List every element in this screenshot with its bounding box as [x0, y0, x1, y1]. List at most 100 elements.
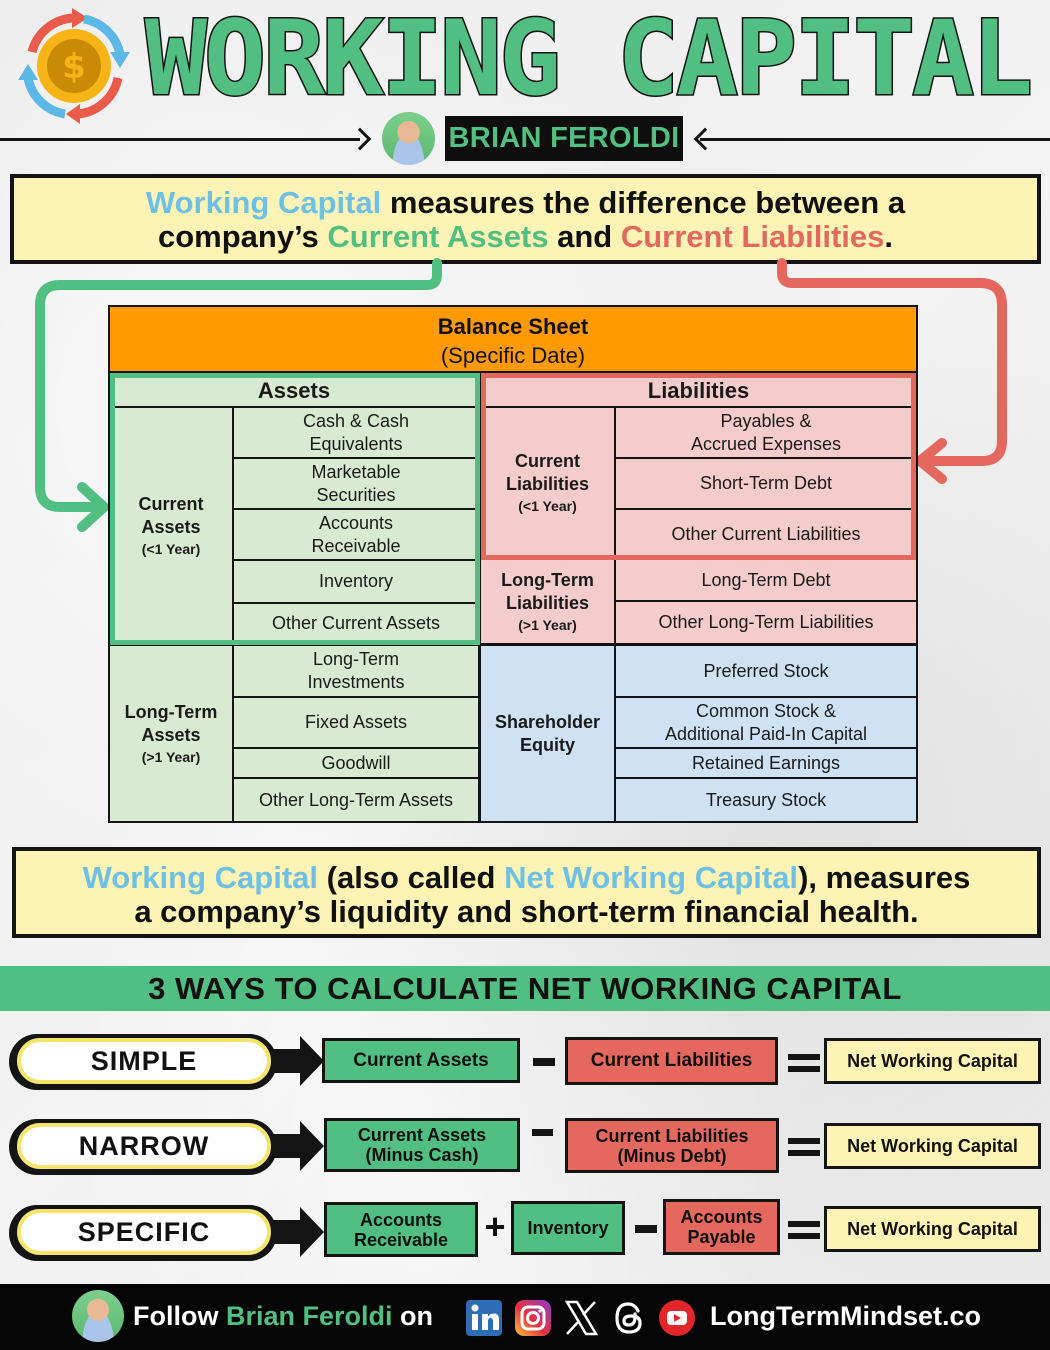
asset-item: Cash & Cash Equivalents — [234, 408, 478, 457]
label-line: Liabilities — [505, 592, 590, 613]
long-term-assets-label: Long-Term Assets (>1 Year) — [110, 646, 232, 821]
red-connector-arrow-icon — [777, 258, 1007, 484]
asset-item: Marketable Securities — [234, 459, 478, 508]
minus-icon — [532, 1129, 553, 1136]
definition-text: . — [884, 219, 894, 254]
period-label: (<1 Year) — [141, 540, 201, 557]
label-line: Liabilities — [505, 474, 590, 494]
period-label: (>1 Year) — [518, 616, 577, 633]
arrow-left-icon — [693, 127, 717, 151]
formula-term-inventory: Inventory — [511, 1201, 625, 1255]
shareholder-equity-label: Shareholder Equity — [481, 646, 614, 821]
formula-term-current-assets: Current Assets — [322, 1038, 520, 1083]
equity-item: Retained Earnings — [616, 749, 916, 777]
asset-item: Other Long-Term Assets — [234, 779, 478, 821]
footer-avatar — [72, 1290, 124, 1342]
liability-item: Payables & Accrued Expenses — [616, 408, 916, 457]
arrow-right-icon — [272, 1121, 324, 1171]
label-line: Assets — [141, 724, 201, 745]
label-line: Long-Term — [124, 701, 218, 722]
formula-result: Net Working Capital — [824, 1206, 1041, 1252]
asset-item: Inventory — [234, 561, 478, 602]
summary-text: a company’s liquidity and short-term fin… — [134, 894, 919, 929]
equals-icon-top — [788, 1138, 820, 1144]
summary-text: (also called — [318, 860, 505, 895]
asset-item: Other Current Assets — [234, 604, 478, 643]
label-line: Equity — [519, 734, 575, 755]
author-name: BRIAN FEROLDI — [445, 116, 683, 161]
equals-icon-bottom — [788, 1233, 820, 1239]
term-working-capital: Working Capital — [145, 185, 382, 220]
label-line: Assets — [141, 516, 201, 537]
page-title: WORKING CAPITAL — [144, 0, 1035, 119]
period-label: (>1 Year) — [141, 748, 201, 765]
minus-icon — [635, 1225, 657, 1233]
equals-icon-top — [788, 1054, 820, 1060]
liability-item: Short-Term Debt — [616, 459, 916, 508]
formula-result: Net Working Capital — [824, 1038, 1041, 1084]
definition-text: company’s — [157, 219, 328, 254]
long-term-liabilities-label: Long-Term Liabilities (>1 Year) — [481, 560, 614, 643]
threads-icon[interactable] — [609, 1298, 649, 1338]
plus-icon: + — [484, 1206, 506, 1247]
current-assets-label: Current Assets (<1 Year) — [110, 408, 232, 643]
formula-term-current-liabilities-minus-debt: Current Liabilities (Minus Debt) — [565, 1118, 779, 1173]
arrow-right-icon — [272, 1207, 324, 1257]
liabilities-header: Liabilities — [481, 375, 916, 406]
summary-text: ), measures — [798, 860, 971, 895]
label-line: Long-Term — [501, 569, 594, 590]
follow-name[interactable]: Brian Feroldi — [225, 1301, 393, 1331]
balance-sheet-header: Balance Sheet (Specific Date) — [110, 307, 916, 373]
summary-box: Working Capital (also called Net Working… — [12, 847, 1041, 938]
formula-term-current-assets-minus-cash: Current Assets (Minus Cash) — [324, 1118, 520, 1172]
balance-sheet-title: Balance Sheet — [437, 314, 589, 339]
website-link[interactable]: LongTermMindset.co — [710, 1301, 982, 1331]
follow-on: on — [392, 1301, 434, 1331]
liability-item: Other Current Liabilities — [616, 510, 916, 558]
assets-header: Assets — [110, 375, 478, 406]
minus-icon — [533, 1058, 555, 1066]
definition-text: and — [548, 219, 621, 254]
current-liabilities-label: Current Liabilities (<1 Year) — [481, 408, 614, 558]
linkedin-icon[interactable] — [464, 1298, 504, 1338]
liability-item: Long-Term Debt — [616, 560, 916, 600]
asset-item: Fixed Assets — [234, 698, 478, 747]
x-icon[interactable] — [561, 1298, 601, 1338]
youtube-icon[interactable] — [657, 1298, 697, 1338]
label-line: Current — [138, 493, 204, 514]
method-narrow-label: NARROW — [13, 1119, 275, 1173]
term-working-capital: Working Capital — [82, 860, 319, 895]
definition-box: Working Capital measures the difference … — [10, 174, 1041, 264]
arrow-right-icon — [272, 1036, 324, 1086]
methods-banner: 3 WAYS TO CALCULATE NET WORKING CAPITAL — [0, 966, 1050, 1011]
balance-sheet-subtitle: (Specific Date) — [440, 343, 586, 368]
footer: Follow Brian Feroldi on LongTermMindset.… — [0, 1284, 1050, 1350]
liability-item: Other Long-Term Liabilities — [616, 602, 916, 643]
divider-right — [700, 138, 1050, 141]
instagram-icon[interactable] — [513, 1298, 553, 1338]
equity-item: Common Stock & Additional Paid-In Capita… — [616, 698, 916, 747]
money-cycle-icon: $ — [18, 8, 130, 124]
svg-text:$: $ — [62, 47, 86, 87]
divider-left — [0, 138, 360, 141]
balance-sheet: Balance Sheet (Specific Date) Assets Cur… — [108, 305, 918, 823]
definition-text: measures the difference between a — [381, 185, 906, 220]
arrow-right-icon — [348, 127, 372, 151]
equals-icon-bottom — [788, 1150, 820, 1156]
term-net-working-capital: Net Working Capital — [504, 860, 799, 895]
formula-term-current-liabilities: Current Liabilities — [565, 1037, 778, 1085]
green-connector-arrow-icon — [35, 258, 442, 532]
equity-item: Treasury Stock — [616, 779, 916, 821]
equity-item: Preferred Stock — [616, 646, 916, 696]
term-current-liabilities: Current Liabilities — [620, 219, 885, 254]
label-line: Current — [514, 451, 580, 471]
formula-result: Net Working Capital — [824, 1123, 1041, 1169]
label-line: Shareholder — [494, 711, 601, 732]
follow-label: Follow — [133, 1301, 226, 1331]
author-avatar — [382, 112, 435, 165]
asset-item: Goodwill — [234, 749, 478, 777]
formula-term-accounts-payable: Accounts Payable — [663, 1199, 780, 1255]
method-simple-label: SIMPLE — [13, 1034, 275, 1088]
term-current-assets: Current Assets — [327, 219, 549, 254]
method-specific-label: SPECIFIC — [13, 1205, 275, 1259]
